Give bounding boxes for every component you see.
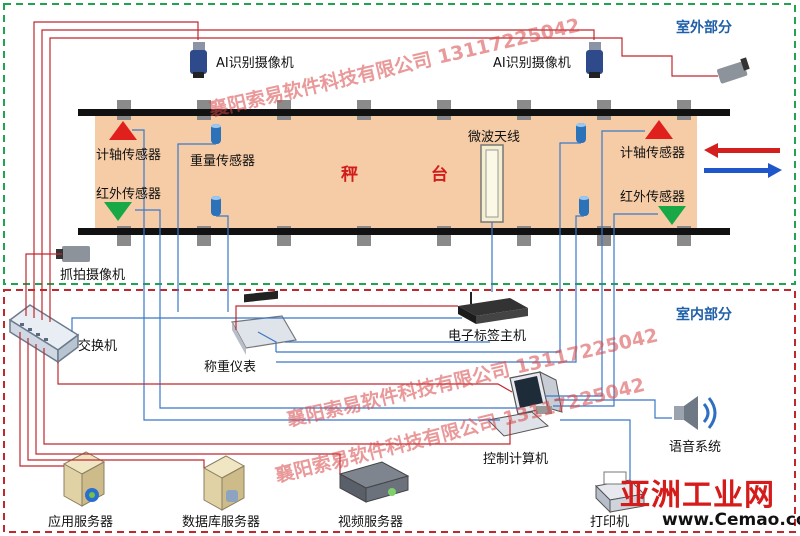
app-server-icon — [62, 451, 106, 507]
ai-camera-left-label: AI识别摄像机 — [216, 56, 294, 71]
video-server-label: 视频服务器 — [338, 515, 404, 530]
platform-label-char1: 秤 — [341, 165, 358, 185]
app-server-label: 应用服务器 — [48, 515, 114, 530]
ai-camera-right-label: AI识别摄像机 — [493, 56, 571, 71]
weighing-platform — [95, 116, 697, 228]
indoor-zone-title: 室内部分 — [676, 307, 732, 323]
switch-label: 交换机 — [78, 339, 118, 354]
weighing-indicator-icon — [231, 290, 297, 355]
direction-arrow-right-icon — [704, 163, 782, 178]
ai-camera-left-icon — [190, 42, 207, 78]
microwave-antenna-icon — [480, 144, 504, 223]
direction-arrow-left-icon — [704, 143, 780, 158]
video-server-icon — [338, 461, 410, 503]
snapshot-camera-label: 抓拍摄像机 — [60, 268, 126, 283]
weight-sensor-label: 重量传感器 — [190, 154, 256, 169]
printer-label: 打印机 — [590, 515, 630, 530]
rail-bottom — [78, 228, 730, 235]
axle-sensor-left-icon — [109, 121, 137, 140]
outdoor-zone-border — [3, 3, 796, 285]
axle-sensor-right-label: 计轴传感器 — [620, 146, 686, 161]
ir-sensor-right-label: 红外传感器 — [620, 190, 686, 205]
site-logo: 亚洲工业网 www.Cemao.com — [620, 470, 800, 532]
microwave-antenna-label: 微波天线 — [468, 130, 521, 145]
platform-label-char2: 台 — [431, 165, 448, 185]
weighing-indicator-label: 称重仪表 — [204, 360, 257, 375]
site-logo-name: 亚洲工业网 — [620, 478, 775, 513]
axle-sensor-left-label: 计轴传感器 — [96, 148, 162, 163]
control-computer-label: 控制计算机 — [483, 452, 549, 467]
voice-system-label: 语音系统 — [669, 440, 722, 455]
rail-top — [78, 109, 730, 116]
indoor-zone-border — [3, 289, 796, 533]
ir-sensor-right-icon — [658, 206, 686, 225]
red-wiring — [19, 21, 718, 474]
site-logo-url: www.Cemao.com — [662, 510, 800, 530]
outdoor-camera-icon — [717, 57, 750, 84]
rfid-host-icon — [458, 292, 528, 324]
speaker-icon — [674, 396, 717, 430]
outdoor-zone-title: 室外部分 — [676, 20, 732, 36]
control-computer-icon — [486, 371, 563, 437]
axle-sensor-right-icon — [645, 120, 673, 139]
db-server-icon — [202, 455, 246, 511]
ir-sensor-left-label: 红外传感器 — [96, 187, 162, 202]
printer-icon — [594, 471, 646, 514]
ir-sensor-left-icon — [104, 202, 132, 221]
blue-wiring — [71, 129, 672, 486]
ai-camera-right-icon — [586, 42, 603, 78]
weight-sensor-icons — [211, 123, 589, 216]
db-server-label: 数据库服务器 — [182, 515, 261, 530]
rfid-host-label: 电子标签主机 — [448, 329, 527, 344]
